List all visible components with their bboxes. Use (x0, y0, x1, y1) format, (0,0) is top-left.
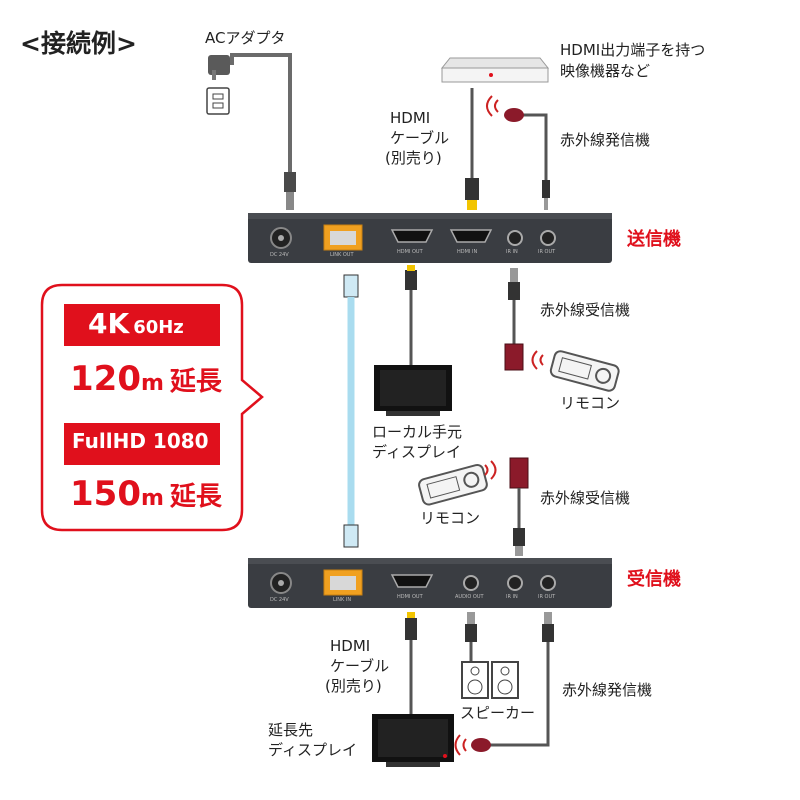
rx-port-ir-out: IR OUT (538, 594, 556, 600)
ac-adapter-cable (230, 53, 292, 175)
rx-port-dc: DC 24V (270, 597, 289, 603)
ir-emitter-top-icon (504, 108, 524, 122)
ir-receiver-mid-label: 赤外線受信機 (540, 489, 631, 507)
remote-top-label: リモコン (560, 394, 621, 412)
tx-port-ir-in: IR IN (506, 249, 518, 255)
speaker-icon (461, 661, 519, 699)
page-title: <接続例> (20, 29, 137, 58)
hdmi-cable-top-label-3: (別売り) (385, 149, 442, 167)
ir-emitter-cable-bottom (488, 642, 550, 747)
hdmi-cable-bottom-label-3: (別売り) (325, 677, 382, 695)
remote-display-icon (372, 714, 454, 767)
rx-port-ir-in: IR IN (506, 594, 518, 600)
ir-emitter-top-label: 赤外線発信機 (560, 131, 651, 149)
tx-port-link: LINK OUT (330, 252, 354, 258)
hdmi-plug-top (465, 178, 479, 200)
hdmi-cable-top-label-1: HDMI (390, 109, 431, 127)
ac-adapter-label: ACアダプタ (205, 29, 286, 47)
callout-120-text: 延長 (169, 367, 222, 397)
local-display-label-2: ディスプレイ (372, 443, 461, 461)
speaker-label: スピーカー (460, 704, 536, 722)
rx-port-audio-out: AUDIO OUT (455, 594, 484, 600)
callout-bubble (40, 283, 264, 532)
callout-150-unit: m (140, 486, 164, 511)
hdmi-cable-bottom-label-2: ケーブル (330, 657, 390, 675)
dc-plug (284, 172, 296, 210)
source-device-label-1: HDMI出力端子を持つ (560, 41, 706, 59)
ir-receiver-mid-icon (509, 457, 529, 489)
transmitter-label: 送信機 (627, 229, 681, 250)
tx-port-ir-out: IR OUT (538, 249, 556, 255)
hdmi-cable-bottom-label-1: HDMI (330, 637, 371, 655)
ir-receiver-top-icon (504, 343, 524, 371)
lan-plug-bottom (343, 524, 359, 548)
remote-display-label-2: ディスプレイ (268, 741, 357, 759)
transmitter-box (248, 213, 612, 263)
remote-top-icon (549, 350, 620, 392)
tx-port-dc: DC 24V (270, 252, 289, 258)
lan-plug-top (343, 274, 359, 298)
source-device-label-2: 映像機器など (560, 62, 651, 80)
ir-emitter-bottom-label: 赤外線発信機 (562, 681, 653, 699)
callout-120: 120 (70, 359, 141, 399)
callout-120-unit: m (140, 371, 164, 396)
ir-emitter-bottom-icon (471, 738, 491, 752)
local-display-icon (374, 365, 452, 416)
callout-fullhd: FullHD 1080 (72, 429, 209, 453)
receiver-box (248, 558, 612, 608)
rx-port-hdmi-out: HDMI OUT (397, 594, 423, 600)
remote-mid-label: リモコン (420, 509, 481, 527)
callout-150: 150 (70, 474, 141, 514)
callout-150-text: 延長 (169, 482, 222, 512)
ac-adapter-icon (206, 55, 230, 115)
ir-receiver-top-label: 赤外線受信機 (540, 301, 631, 319)
hdmi-cable-top-label-2: ケーブル (390, 129, 450, 147)
callout-4k: 4K (88, 307, 130, 340)
tx-port-hdmi-in: HDMI IN (457, 249, 478, 255)
receiver-label: 受信機 (627, 569, 681, 590)
local-display-label-1: ローカル手元 (372, 423, 463, 441)
remote-display-label-1: 延長先 (268, 721, 314, 739)
source-device-icon (440, 57, 550, 83)
callout-60hz: 60Hz (133, 317, 184, 338)
remote-mid-icon (418, 463, 488, 506)
tx-port-hdmi-out: HDMI OUT (397, 249, 423, 255)
callout-row3-bg (64, 423, 220, 465)
callout-row1-bg (64, 304, 220, 346)
ir-emitter-cable-top (512, 113, 548, 180)
rx-port-link: LINK IN (333, 597, 352, 603)
